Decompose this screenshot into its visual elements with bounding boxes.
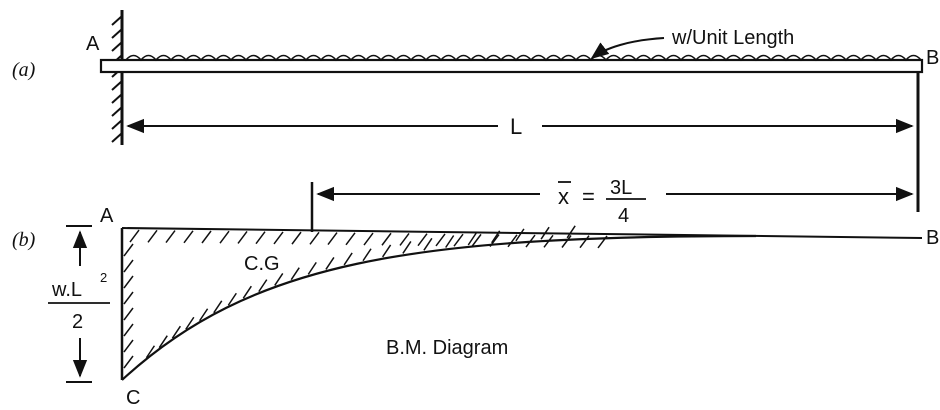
moment-exponent: 2 (100, 270, 107, 285)
moment-dimension: w.L 2 2 (48, 225, 110, 383)
bm-curve (121, 234, 757, 381)
span-label: L (510, 114, 522, 139)
part-a-label: (a) (12, 59, 36, 81)
moment-denominator: 2 (72, 311, 83, 333)
point-a-label: A (86, 33, 100, 55)
beam (99, 58, 924, 74)
xbar-denominator: 4 (618, 205, 629, 227)
point-b-label: B (926, 47, 939, 69)
cg-label: C.G (244, 253, 280, 275)
moment-numerator: w.L (51, 279, 82, 301)
load-label: w/Unit Length (671, 27, 794, 49)
point-b-label-b: B (926, 227, 939, 249)
distributed-load (125, 54, 922, 62)
part-b: (b) A B C x = 3L 4 C.G B.M. Diagram (12, 177, 939, 409)
load-pointer-arrow (590, 37, 665, 60)
part-a: (a) A B w/Unit Length L (12, 10, 939, 212)
fixed-support-a (111, 10, 124, 145)
xbar-numerator: 3L (610, 177, 632, 199)
xbar-equals: = (582, 184, 595, 209)
point-c-label: C (126, 387, 140, 409)
part-b-label: (b) (12, 229, 36, 251)
bm-diagram-title: B.M. Diagram (386, 337, 508, 359)
centroid-distance-dimension: x = 3L 4 (310, 177, 914, 232)
point-a-label-b: A (100, 205, 114, 227)
span-dimension: L (126, 72, 920, 212)
bm-hatching (123, 225, 608, 369)
xbar-symbol: x (558, 184, 569, 209)
